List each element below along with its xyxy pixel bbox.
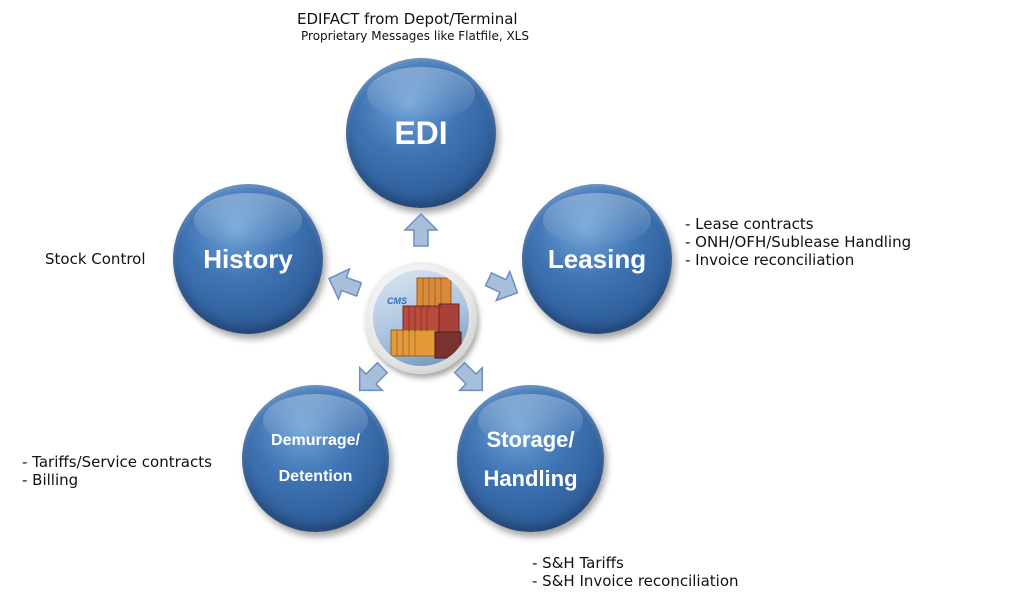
- demurrage-note: - Tariffs/Service contracts: [22, 453, 212, 471]
- hub-logo-text: CMS: [387, 296, 407, 306]
- edi-annotation-title: EDIFACT from Depot/Terminal: [297, 10, 518, 28]
- arrow-up-icon: [403, 212, 439, 247]
- leasing-note: - Lease contracts: [685, 215, 814, 233]
- history-node: History: [173, 184, 323, 334]
- container-stack-image: CMS: [373, 270, 469, 366]
- leasing-node: Leasing: [522, 184, 672, 334]
- history-annotation: Stock Control: [45, 250, 146, 268]
- storage-node-label-line2: Handling: [483, 465, 578, 491]
- storage-note: - S&H Invoice reconciliation: [532, 572, 739, 590]
- storage-annotation: - S&H Tariffs - S&H Invoice reconciliati…: [532, 554, 739, 590]
- leasing-note: - Invoice reconciliation: [685, 251, 855, 269]
- leasing-note: - ONH/OFH/Sublease Handling: [685, 233, 912, 251]
- arrow-down-left-icon: [358, 361, 389, 392]
- edi-node: EDI: [346, 58, 496, 208]
- shipping-containers-icon: [390, 277, 462, 359]
- central-hub: CMS: [365, 262, 477, 374]
- edi-annotation-subtitle: Proprietary Messages like Flatfile, XLS: [301, 29, 529, 43]
- storage-note: - S&H Tariffs: [532, 554, 624, 572]
- history-node-label: History: [203, 243, 293, 274]
- demurrage-node-label-line1: Demurrage/: [271, 431, 360, 449]
- arrow-right-icon: [484, 269, 519, 302]
- arrow-left-icon: [327, 267, 362, 301]
- edi-node-label: EDI: [394, 114, 448, 151]
- leasing-annotation: - Lease contracts - ONH/OFH/Sublease Han…: [685, 215, 911, 269]
- storage-node-label-line1: Storage/: [486, 426, 575, 452]
- demurrage-detention-node: Demurrage/ Detention: [242, 385, 389, 532]
- demurrage-node-label-line2: Detention: [278, 467, 353, 485]
- demurrage-note: - Billing: [22, 471, 79, 489]
- leasing-node-label: Leasing: [547, 243, 647, 274]
- demurrage-annotation: - Tariffs/Service contracts - Billing: [22, 453, 212, 489]
- storage-handling-node: Storage/ Handling: [457, 385, 604, 532]
- arrow-down-right-icon: [453, 361, 484, 392]
